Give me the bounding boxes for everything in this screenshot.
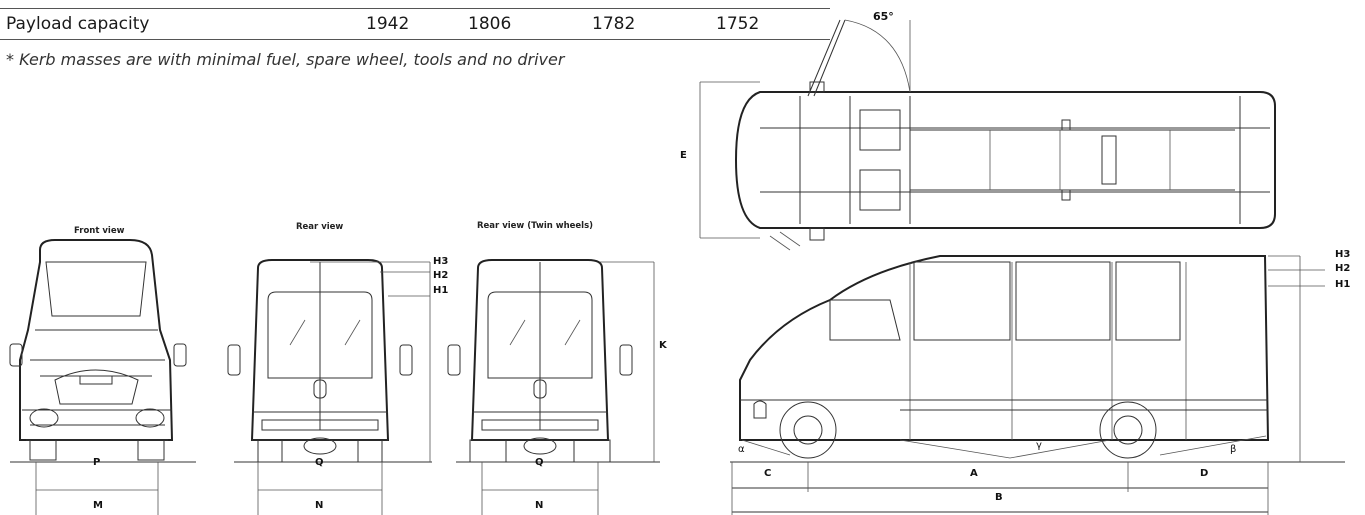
rear-view-twin-drawing [447, 259, 660, 515]
cell-value: 1782 [592, 14, 636, 34]
rear-view-drawing [227, 259, 432, 515]
angle-gamma-label: γ [1036, 440, 1042, 451]
dim-a-label: A [970, 468, 978, 479]
rear-view-twin-label: Rear view (Twin wheels) [477, 221, 594, 231]
row-label: Payload capacity [6, 14, 150, 34]
dim-q-label: Q [315, 457, 324, 468]
dim-n-label: N [315, 500, 324, 511]
dim-n-twin-label: N [535, 500, 544, 511]
dim-h2-side-label: H2 [1335, 263, 1351, 274]
table-row: Payload capacity 1942 1806 1782 1752 [0, 9, 830, 40]
door-angle-label: 65° [873, 10, 894, 23]
footnote: * Kerb masses are with minimal fuel, spa… [6, 50, 565, 69]
dim-h3-side-label: H3 [1335, 249, 1351, 260]
angle-alpha-label: α [738, 444, 745, 455]
dim-c-label: C [764, 468, 772, 479]
dim-q-twin-label: Q [535, 457, 544, 468]
dim-h2-label: H2 [433, 270, 449, 281]
cell-value: 1942 [366, 14, 410, 34]
cell-value: 1806 [468, 14, 512, 34]
dim-e-label: E [680, 150, 687, 161]
dim-h3-label: H3 [433, 256, 449, 267]
dim-k-label: K [659, 340, 667, 351]
cell-value: 3500 [468, 0, 511, 8]
spec-table: Gross vehicle mass total 3500 3500 3500 … [0, 0, 830, 40]
cell-value: 3500 [716, 0, 759, 8]
angle-beta-label: β [1230, 444, 1237, 455]
top-view-drawing [699, 19, 1276, 251]
side-view-drawing [730, 255, 1345, 515]
dim-d-label: D [1200, 468, 1209, 479]
dim-b-label: B [995, 492, 1003, 503]
dim-h1-side-label: H1 [1335, 279, 1351, 290]
table-row: Gross vehicle mass total 3500 3500 3500 … [0, 0, 830, 9]
row-label: Gross vehicle mass total [6, 0, 214, 8]
dim-p-label: P [93, 457, 101, 468]
cell-value: 3500 [592, 0, 635, 8]
rear-view-label: Rear view [296, 222, 344, 232]
front-view-drawing [9, 239, 196, 515]
front-view-label: Front view [74, 226, 125, 236]
dim-m-label: M [93, 500, 103, 511]
cell-value: 1752 [716, 14, 760, 34]
cell-value: 3500 [368, 0, 411, 8]
dim-h1-label: H1 [433, 285, 449, 296]
